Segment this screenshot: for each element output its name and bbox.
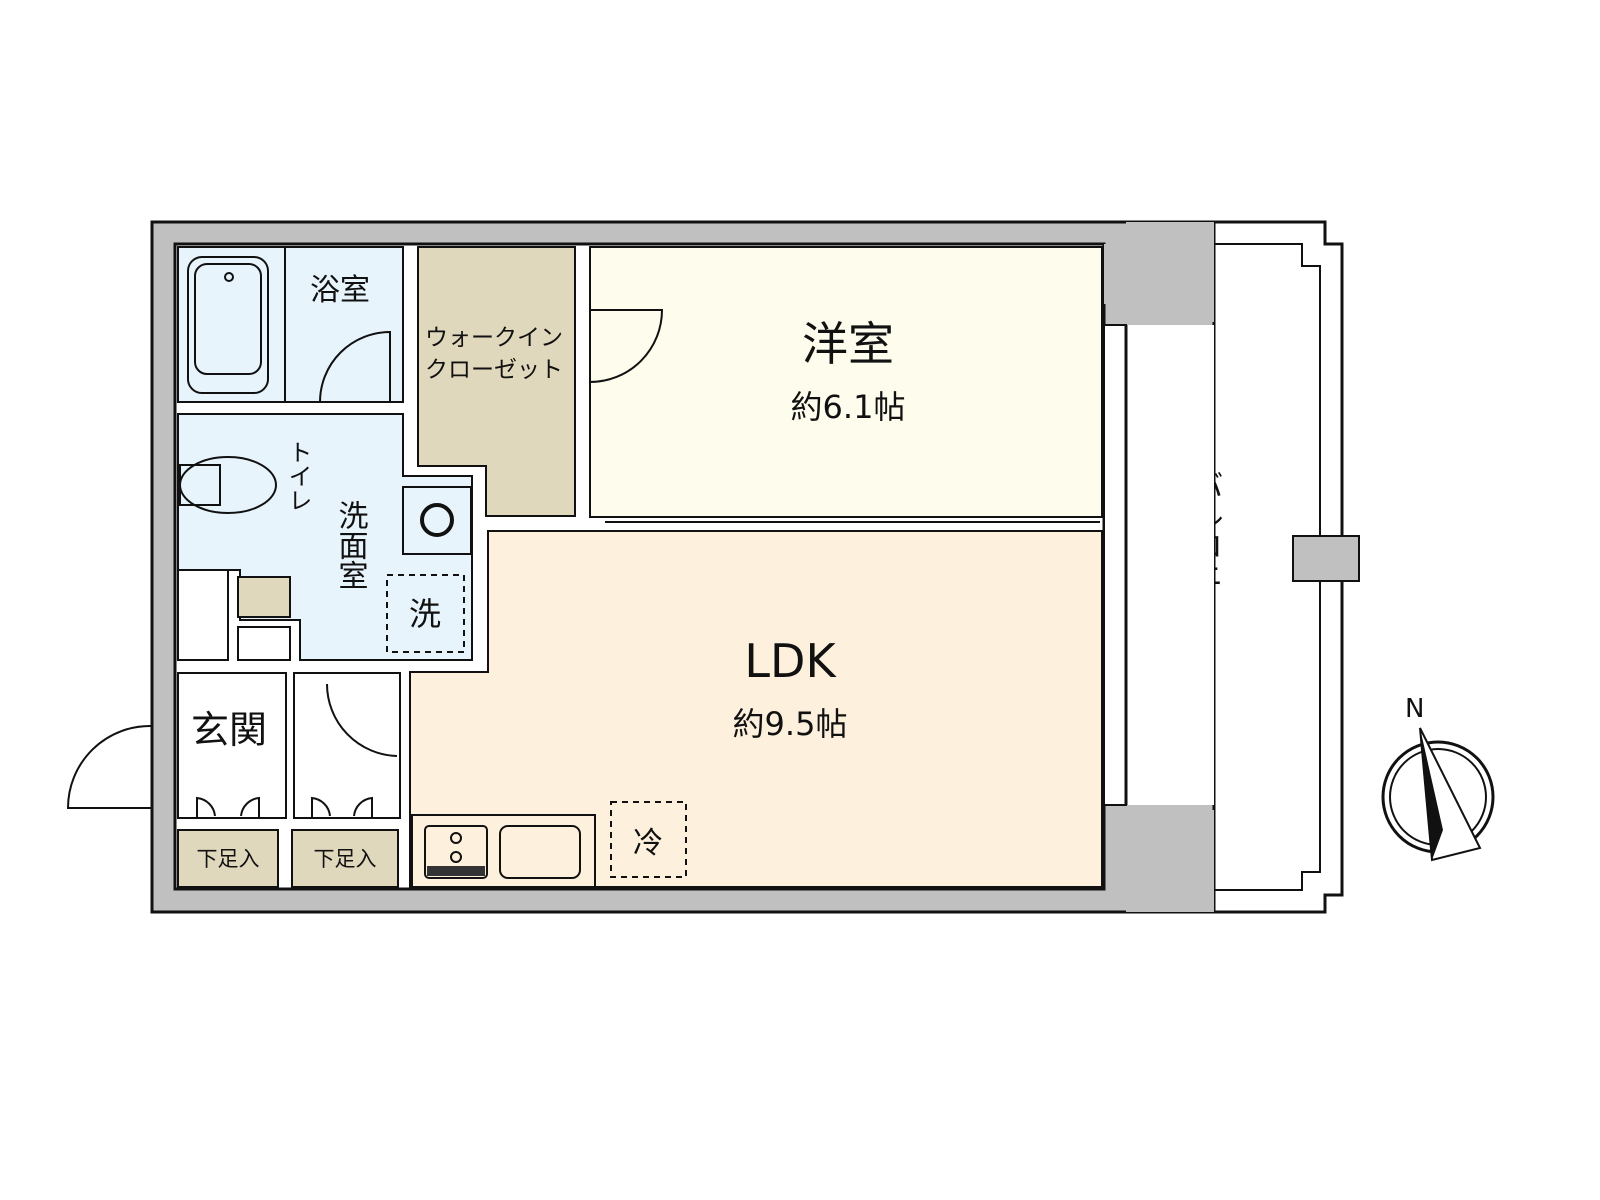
room-bath bbox=[177, 246, 404, 403]
kitchen-counter bbox=[411, 814, 596, 888]
ldk-name: LDK bbox=[744, 634, 837, 688]
stove-icon bbox=[424, 825, 488, 879]
entrance-label: 玄関 bbox=[191, 708, 267, 752]
washer-space bbox=[386, 574, 465, 653]
washroom-label: 洗面室 bbox=[333, 500, 368, 590]
shoe-cabinet-1 bbox=[177, 829, 279, 888]
bathtub-icon bbox=[187, 256, 269, 394]
room-ldk bbox=[409, 530, 1103, 888]
wic-label-1: ウォークイン bbox=[425, 325, 563, 351]
shoe-cabinet-2 bbox=[291, 829, 399, 888]
bath-label: 浴室 bbox=[310, 273, 370, 308]
fridge-label: 冷 bbox=[633, 826, 663, 861]
washer-label: 洗 bbox=[409, 595, 441, 633]
door-hall bbox=[326, 683, 398, 757]
western-name: 洋室 bbox=[802, 317, 894, 371]
shoe-cabinet-1-label: 下足入 bbox=[197, 847, 260, 871]
room-entrance bbox=[177, 672, 287, 819]
door-western bbox=[589, 309, 664, 384]
room-western bbox=[589, 246, 1103, 518]
wic-label-2: クローゼット bbox=[425, 357, 563, 383]
north-compass: N bbox=[1381, 694, 1495, 862]
kitchen-sink-icon bbox=[499, 825, 581, 879]
door-front bbox=[66, 724, 153, 809]
compass-north-label: N bbox=[1405, 694, 1424, 724]
fridge-space bbox=[610, 801, 687, 878]
storage-shelf bbox=[237, 576, 291, 618]
room-wic bbox=[417, 246, 576, 517]
door-bath bbox=[318, 330, 391, 403]
balcony-partition bbox=[1292, 535, 1360, 582]
sink-counter bbox=[402, 486, 472, 555]
toilet-label: トイレ bbox=[284, 440, 312, 512]
ldk-size: 約9.5帖 bbox=[733, 705, 848, 743]
western-size: 約6.1帖 bbox=[791, 388, 906, 426]
shoe-cabinet-2-label: 下足入 bbox=[314, 847, 377, 871]
sink-icon bbox=[420, 503, 454, 537]
